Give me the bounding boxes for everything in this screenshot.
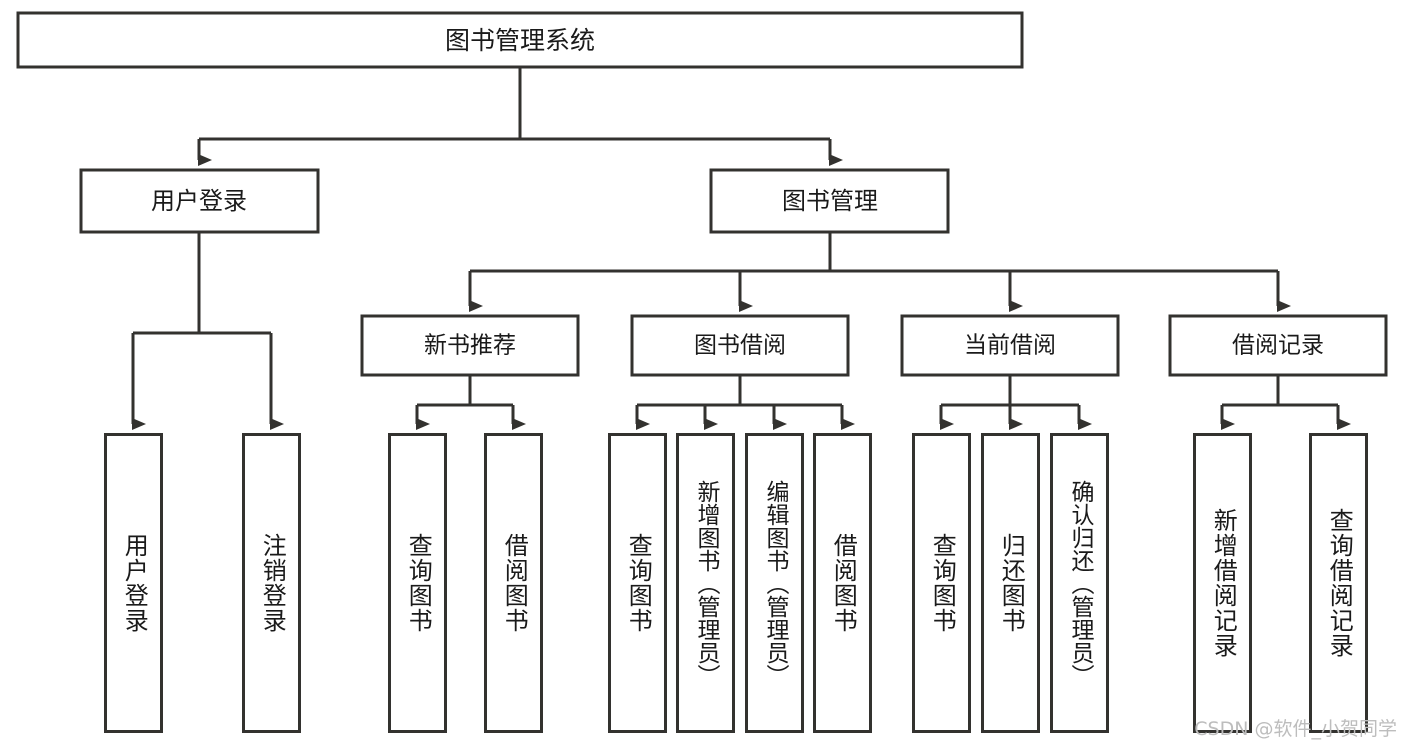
node-book-manage-label: 图书管理 — [782, 187, 878, 215]
node-borrow-record[interactable]: 借阅记录 — [1168, 314, 1388, 377]
edge-current-borrow-to-leaves — [939, 375, 1092, 430]
edge-borrow-record-to-leaves — [1220, 375, 1351, 430]
edge-book-borrow-to-leaves — [635, 375, 855, 430]
node-book-borrow-label: 图书借阅 — [694, 333, 786, 359]
leaf-label-query-book-borrow: 查询图书 — [624, 533, 653, 633]
node-borrow-record-rect[interactable] — [1168, 314, 1388, 377]
leaf-label-query-book-current: 查询图书 — [928, 533, 957, 633]
edge-user-login-to-leaves — [131, 232, 284, 430]
leaf-box-borrow-book[interactable]: 借阅图书 — [813, 433, 872, 733]
leaf-box-query-borrow-record[interactable]: 查询借阅记录 — [1309, 433, 1368, 733]
leaf-label-add-book-admin: 新增图书（管理员） — [693, 479, 719, 687]
node-root-rect[interactable] — [16, 11, 1024, 69]
leaf-label-borrow-book: 借阅图书 — [829, 533, 858, 633]
leaf-label-add-borrow-record: 新增借阅记录 — [1209, 508, 1238, 658]
node-book-borrow-rect[interactable] — [630, 314, 850, 377]
leaf-box-edit-book-admin[interactable]: 编辑图书（管理员） — [745, 433, 804, 733]
edge-new-book-to-leaves — [415, 375, 526, 430]
leaf-label-borrow-book-new: 借阅图书 — [500, 533, 529, 633]
node-current-borrow-label: 当前借阅 — [964, 333, 1056, 359]
node-user-login-label: 用户登录 — [151, 187, 247, 215]
node-user-login-rect[interactable] — [79, 168, 320, 234]
leaf-box-return-book[interactable]: 归还图书 — [981, 433, 1040, 733]
node-new-book-recommend-rect[interactable] — [360, 314, 580, 377]
leaf-box-user-login[interactable]: 用户登录 — [104, 433, 163, 733]
leaf-box-add-book-admin[interactable]: 新增图书（管理员） — [676, 433, 735, 733]
leaf-label-edit-book-admin: 编辑图书（管理员） — [762, 479, 788, 687]
leaf-box-add-borrow-record[interactable]: 新增借阅记录 — [1193, 433, 1252, 733]
leaf-box-query-book-current[interactable]: 查询图书 — [912, 433, 971, 733]
leaf-box-borrow-book-new[interactable]: 借阅图书 — [484, 433, 543, 733]
node-book-borrow[interactable]: 图书借阅 — [630, 314, 850, 377]
node-user-login[interactable]: 用户登录 — [79, 168, 320, 234]
node-root-label: 图书管理系统 — [445, 26, 595, 55]
leaf-label-user-login: 用户登录 — [120, 533, 149, 633]
edge-root-to-level2 — [197, 67, 843, 166]
leaf-label-return-book: 归还图书 — [997, 533, 1026, 633]
node-current-borrow[interactable]: 当前借阅 — [900, 314, 1120, 377]
leaf-label-query-book-new: 查询图书 — [404, 533, 433, 633]
node-book-manage[interactable]: 图书管理 — [709, 168, 950, 234]
leaf-box-query-book-borrow[interactable]: 查询图书 — [608, 433, 667, 733]
node-current-borrow-rect[interactable] — [900, 314, 1120, 377]
edge-book-manage-to-level3 — [468, 232, 1291, 312]
leaf-box-logout[interactable]: 注销登录 — [242, 433, 301, 733]
node-new-book-recommend[interactable]: 新书推荐 — [360, 314, 580, 377]
leaf-box-query-book-new[interactable]: 查询图书 — [388, 433, 447, 733]
leaf-label-confirm-return-admin: 确认归还（管理员） — [1067, 479, 1093, 687]
node-root[interactable]: 图书管理系统 — [16, 11, 1024, 69]
leaf-label-logout: 注销登录 — [258, 533, 287, 633]
leaf-label-query-borrow-record: 查询借阅记录 — [1325, 508, 1354, 658]
node-new-book-recommend-label: 新书推荐 — [424, 333, 516, 359]
leaf-box-confirm-return-admin[interactable]: 确认归还（管理员） — [1050, 433, 1109, 733]
node-borrow-record-label: 借阅记录 — [1232, 333, 1324, 359]
